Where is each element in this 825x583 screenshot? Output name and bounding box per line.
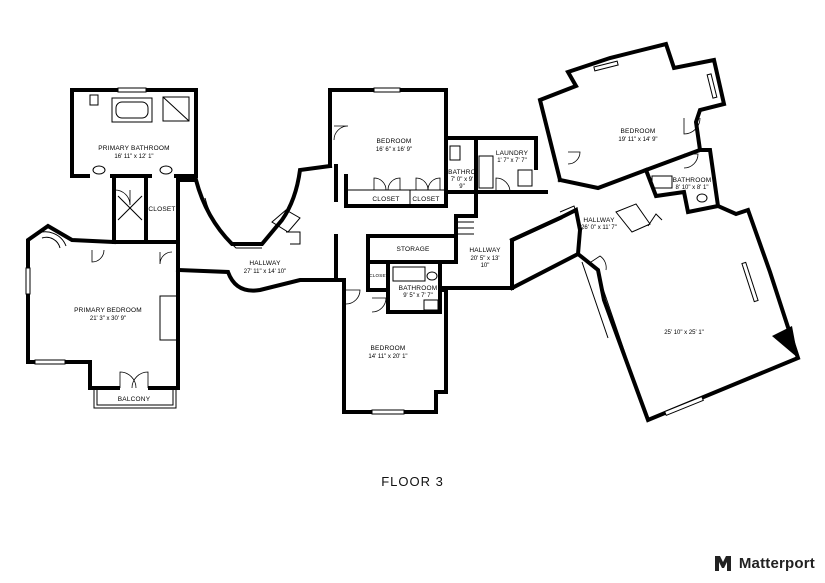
room-dims-bathro: 7' 0" x 9'	[451, 177, 473, 183]
right-hallway-walls	[509, 203, 663, 291]
floor-label: FLOOR 3	[381, 474, 444, 489]
great-room-walls	[575, 203, 801, 423]
room-dims-hallway-center-line3: 10"	[481, 263, 490, 269]
room-label-hallway-main: HALLWAY	[249, 260, 281, 267]
room-label-closet-primary: CLOSET	[148, 206, 175, 213]
room-label-bedroom-right: BEDROOM	[621, 128, 656, 135]
room-label-bathroom-center: BATHROOM	[399, 285, 438, 292]
room-label-closet-center: CLOSET	[369, 273, 388, 278]
room-label-bedroom-top: BEDROOM	[377, 138, 412, 145]
room-dims-laundry: 1' 7" x 7' 7"	[497, 158, 527, 164]
room-dims-bedroom-bottom: 14' 11" x 20' 1"	[368, 354, 407, 360]
room-dims-hallway-right: 26' 0" x 11' 7"	[581, 225, 617, 231]
right-bathroom-walls	[643, 148, 721, 215]
room-label-closet-a: CLOSET	[372, 196, 399, 203]
room-labels: PRIMARY BATHROOM 16' 11" x 12' 1" CLOSET…	[74, 128, 711, 403]
primary-bedroom-walls	[25, 223, 180, 390]
room-label-bathroom-right: BATHROOM	[673, 177, 712, 184]
room-dims-hallway-center: 20' 5" x 13'	[470, 256, 499, 262]
room-dims-hallway-main: 27' 11" x 14' 10"	[244, 269, 286, 275]
room-label-primary-bedroom: PRIMARY BEDROOM	[74, 307, 142, 314]
room-label-primary-bathroom: PRIMARY BATHROOM	[98, 145, 169, 152]
room-dims-bedroom-top: 16' 6" x 16' 9"	[376, 147, 412, 153]
room-label-storage: STORAGE	[396, 246, 430, 253]
primary-closets-walls	[112, 174, 180, 244]
room-dims-great-room: 25' 10" x 25' 1"	[664, 330, 704, 336]
center-bottom-bedroom-walls	[334, 164, 448, 415]
brand-name: Matterport	[738, 554, 815, 572]
balcony-walls	[93, 388, 177, 409]
room-label-bedroom-bottom: BEDROOM	[371, 345, 406, 352]
room-dims-bathroom-center: 9' 5" x 7' 7"	[403, 293, 433, 299]
primary-bathroom-walls	[70, 87, 198, 178]
room-dims-bedroom-right: 19' 11" x 14' 9"	[618, 137, 657, 143]
main-hallway-walls	[175, 163, 338, 293]
room-label-hallway-center: HALLWAY	[469, 247, 501, 254]
room-label-closet-b: CLOSET	[412, 196, 439, 203]
right-bedroom-walls	[537, 41, 727, 191]
room-dims-bathro-line3: 9"	[459, 184, 464, 190]
center-hallway-walls	[454, 190, 563, 290]
matterport-brand: Matterport	[713, 553, 815, 573]
bathro-laundry-walls	[444, 136, 548, 194]
matterport-logo-icon	[714, 556, 731, 571]
center-lower-rooms-walls	[366, 234, 462, 314]
room-label-hallway-right: HALLWAY	[583, 217, 615, 224]
room-label-laundry: LAUNDRY	[496, 150, 529, 157]
room-label-balcony: BALCONY	[118, 396, 151, 403]
room-dims-primary-bedroom: 21' 3" x 30' 9"	[90, 316, 126, 322]
center-top-bedroom-walls	[328, 87, 448, 208]
room-label-bathro: BATHRO	[448, 169, 476, 176]
room-dims-bathroom-right: 8' 10" x 8' 1"	[676, 185, 709, 191]
room-dims-primary-bathroom: 16' 11" x 12' 1"	[114, 154, 153, 160]
